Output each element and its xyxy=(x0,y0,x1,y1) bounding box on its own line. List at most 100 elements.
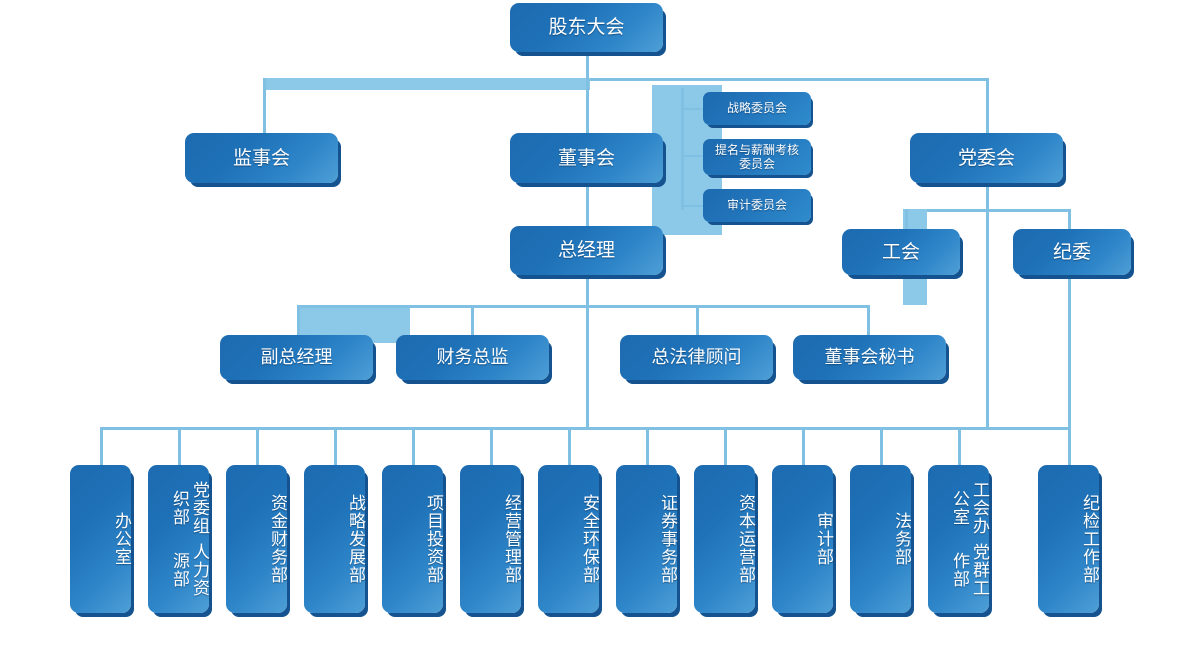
node-department-6-label: 经营管理部 xyxy=(501,494,521,584)
node-department-11-label: 法务部 xyxy=(891,512,911,566)
node-department-1-label: 办公室 xyxy=(111,512,131,566)
department-label-line: 战略发展部 xyxy=(345,494,365,584)
node-department-4[interactable]: 战略发展部 xyxy=(304,465,365,613)
connector-party-vertical-down xyxy=(986,212,989,427)
committee-label-line: 审计委员会 xyxy=(726,198,787,213)
node-department-11[interactable]: 法务部 xyxy=(850,465,911,613)
connector-top-bus-band xyxy=(263,78,590,90)
connector-board-to-gm xyxy=(586,183,589,226)
node-department-2[interactable]: 党委组织部人力资源部 xyxy=(148,465,209,613)
department-label-line: 工会办公室 xyxy=(948,481,989,535)
node-supervisory-board[interactable]: 监事会 xyxy=(185,133,338,183)
connector-committee-stub-1 xyxy=(681,108,703,110)
connector-drop-cfo xyxy=(471,305,474,335)
connector-party-stem xyxy=(986,183,989,211)
committee-label-line: 委员会 xyxy=(738,157,775,171)
node-supervisory-board-label: 监事会 xyxy=(232,146,290,169)
connector-drop-board xyxy=(586,78,589,133)
connector-drop-discipline xyxy=(1068,209,1071,229)
connector-top-bus-right xyxy=(590,78,988,81)
department-label-line: 党委组织部 xyxy=(168,481,209,535)
node-general-manager-label: 总经理 xyxy=(557,239,615,262)
node-committee-2[interactable]: 提名与薪酬考核委员会 xyxy=(703,139,811,175)
node-labor-union-label: 工会 xyxy=(881,240,920,263)
department-label-line: 证券事务部 xyxy=(657,494,677,584)
node-discipline-committee[interactable]: 纪委 xyxy=(1013,229,1131,275)
connector-drop-party xyxy=(986,78,989,133)
node-department-10[interactable]: 审计部 xyxy=(772,465,833,613)
node-party-committee-label: 党委会 xyxy=(957,146,1015,169)
connector-drop-department-4 xyxy=(334,427,337,465)
node-department-8-label: 证券事务部 xyxy=(657,494,677,584)
node-department-7[interactable]: 安全环保部 xyxy=(538,465,599,613)
connector-drop-department-11 xyxy=(880,427,883,465)
connector-drop-union xyxy=(905,209,908,229)
node-department-12[interactable]: 工会办公室党群工作部 xyxy=(928,465,989,613)
department-label-line: 办公室 xyxy=(111,512,131,566)
node-department-6[interactable]: 经营管理部 xyxy=(460,465,521,613)
node-board-secretary-label: 董事会秘书 xyxy=(824,346,915,368)
node-committee-2-label: 提名与薪酬考核委员会 xyxy=(715,143,799,171)
connector-drop-department-13 xyxy=(1068,427,1071,465)
node-department-1[interactable]: 办公室 xyxy=(70,465,131,613)
department-label-line: 资本运营部 xyxy=(735,494,755,584)
department-label-line: 人力资源部 xyxy=(168,543,209,597)
node-department-7-label: 安全环保部 xyxy=(579,494,599,584)
connector-drop-department-9 xyxy=(724,427,727,465)
connector-drop-department-3 xyxy=(256,427,259,465)
connector-drop-deputy-gm xyxy=(297,305,300,335)
node-labor-union[interactable]: 工会 xyxy=(842,229,960,275)
connector-drop-department-5 xyxy=(412,427,415,465)
node-department-8[interactable]: 证券事务部 xyxy=(616,465,677,613)
connector-committee-spine xyxy=(681,88,684,210)
node-department-13-label: 纪检工作部 xyxy=(1079,494,1099,584)
node-committee-1[interactable]: 战略委员会 xyxy=(703,92,811,125)
node-shareholders-meeting[interactable]: 股东大会 xyxy=(510,3,663,52)
department-label-line: 经营管理部 xyxy=(501,494,521,584)
node-department-9[interactable]: 资本运营部 xyxy=(694,465,755,613)
connector-committee-stub-3 xyxy=(681,205,703,207)
node-department-3-label: 资金财务部 xyxy=(267,494,287,584)
connector-party-bus xyxy=(905,209,1071,212)
connector-discipline-vertical-down xyxy=(1068,275,1071,427)
node-deputy-general-manager-label: 副总经理 xyxy=(260,346,333,368)
connector-drop-department-12 xyxy=(958,427,961,465)
node-department-12-label: 工会办公室党群工作部 xyxy=(949,477,989,601)
connector-drop-department-7 xyxy=(568,427,571,465)
node-general-manager[interactable]: 总经理 xyxy=(510,226,663,275)
node-board-of-directors[interactable]: 董事会 xyxy=(510,133,663,183)
node-general-counsel-label: 总法律顾问 xyxy=(651,346,742,368)
node-deputy-general-manager[interactable]: 副总经理 xyxy=(220,335,373,380)
department-label-line: 法务部 xyxy=(891,512,911,566)
department-label-line: 党群工作部 xyxy=(948,543,989,597)
connector-drop-department-2 xyxy=(178,427,181,465)
committee-label-line: 战略委员会 xyxy=(726,101,787,116)
node-department-13[interactable]: 纪检工作部 xyxy=(1038,465,1099,613)
department-label-line: 安全环保部 xyxy=(579,494,599,584)
department-label-line: 项目投资部 xyxy=(423,494,443,584)
node-cfo[interactable]: 财务总监 xyxy=(396,335,549,380)
node-department-2-label: 党委组织部人力资源部 xyxy=(169,477,209,601)
node-party-committee[interactable]: 党委会 xyxy=(910,133,1063,183)
node-committee-3-label: 审计委员会 xyxy=(727,198,787,212)
node-department-4-label: 战略发展部 xyxy=(345,494,365,584)
node-department-5[interactable]: 项目投资部 xyxy=(382,465,443,613)
connector-shareholders-stem xyxy=(586,52,589,79)
node-committee-3[interactable]: 审计委员会 xyxy=(703,189,811,222)
node-department-3[interactable]: 资金财务部 xyxy=(226,465,287,613)
connector-exec-bus xyxy=(297,305,870,308)
committee-label-line: 提名与薪酬考核 xyxy=(714,142,799,157)
connector-drop-counsel xyxy=(696,305,699,335)
node-general-counsel[interactable]: 总法律顾问 xyxy=(620,335,773,380)
connector-drop-board-secretary xyxy=(867,305,870,335)
node-board-secretary[interactable]: 董事会秘书 xyxy=(793,335,946,380)
connector-gm-stem xyxy=(586,275,589,307)
node-discipline-committee-label: 纪委 xyxy=(1052,240,1091,263)
department-label-line: 资金财务部 xyxy=(267,494,287,584)
node-committee-1-label: 战略委员会 xyxy=(727,101,787,115)
connector-drop-supervisory xyxy=(263,78,266,133)
connector-drop-department-10 xyxy=(802,427,805,465)
connector-gm-vertical-down xyxy=(586,305,589,427)
department-label-line: 审计部 xyxy=(813,512,833,566)
connector-drop-department-6 xyxy=(490,427,493,465)
